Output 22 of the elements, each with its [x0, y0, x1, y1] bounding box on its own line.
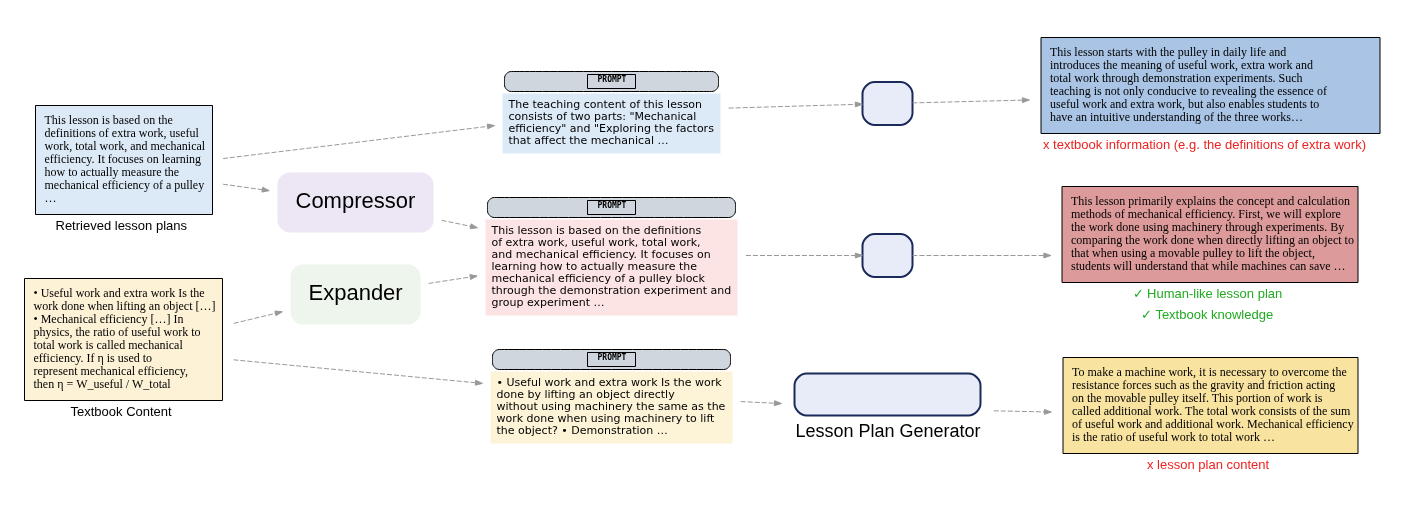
node-label: x textbook information (e.g. the definitions of extra work) — [1043, 136, 1366, 152]
node-label: ✓ Human-like lesson plan — [1132, 285, 1283, 301]
node-box: Compressor — [277, 172, 434, 232]
arrow — [233, 358, 483, 386]
node-label: Textbook Content — [70, 403, 172, 419]
node-robot — [861, 232, 914, 278]
arrow — [233, 310, 283, 324]
node-label: ✓ Textbook knowledge — [1141, 306, 1274, 322]
arrow — [441, 219, 478, 229]
arrow — [745, 252, 863, 258]
arrow — [728, 100, 863, 109]
arrow — [912, 96, 1030, 103]
arrow — [428, 273, 478, 284]
arrow — [740, 399, 782, 406]
node-label: Lesson Plan Generator — [795, 420, 981, 441]
arrow — [912, 252, 1052, 258]
arrow — [993, 408, 1052, 415]
node-label: Retrieved lesson plans — [55, 217, 188, 233]
node-label: x lesson plan content — [1147, 456, 1270, 472]
arrow — [222, 183, 270, 193]
node-robot — [861, 80, 914, 126]
arrow — [222, 123, 495, 159]
